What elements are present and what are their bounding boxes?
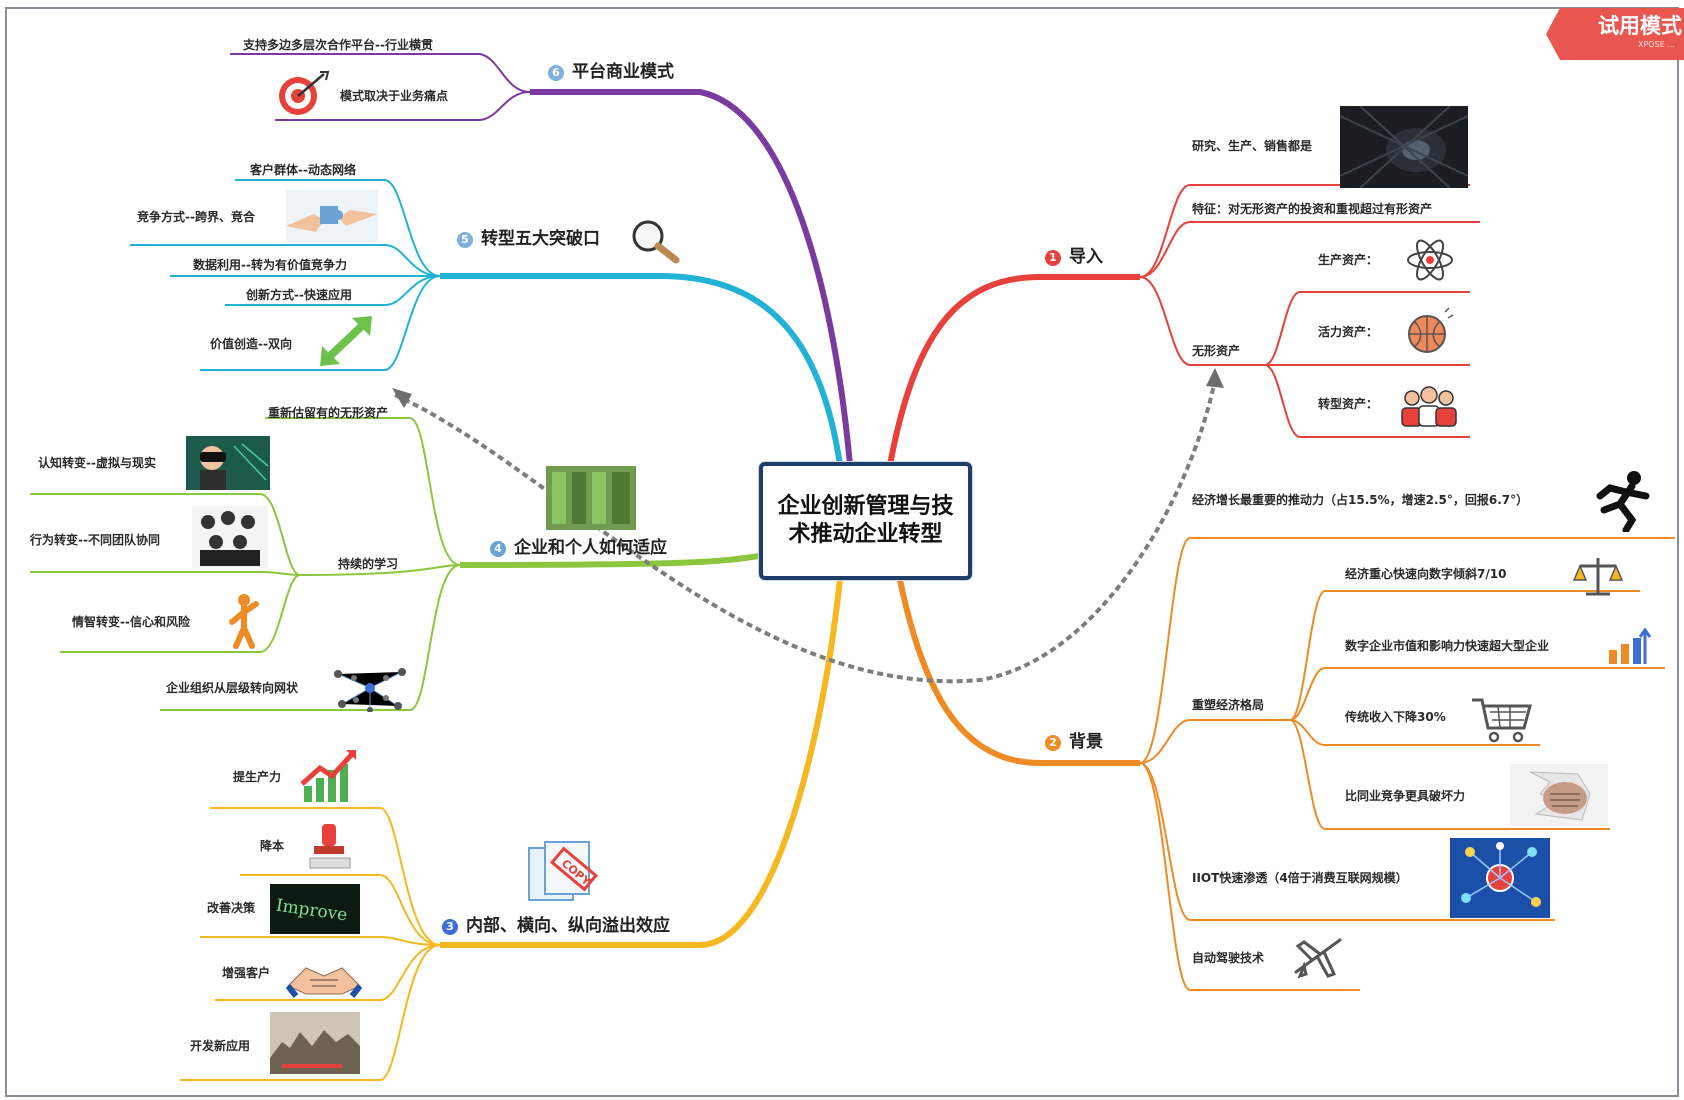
branch-6-connectors [230, 53, 853, 466]
puzzle-hands-image [286, 190, 378, 242]
b1-leaf-rd[interactable]: 研究、生产、销售都是 [1192, 139, 1313, 153]
building-facade-image [546, 466, 636, 530]
branch-1-connectors [887, 184, 1480, 466]
bar-chart-up-icon [1609, 627, 1652, 664]
b3-leaf-newapp[interactable]: 开发新应用 [190, 1039, 251, 1053]
b2-leaf-growth[interactable]: 经济增长最重要的推动力（占15.5%，增速2.5°，回报6.7°） [1192, 493, 1529, 507]
b4-leaf-behavior[interactable]: 行为转变--不同团队协同 [30, 533, 160, 547]
iot-network-image [1450, 838, 1550, 918]
b4-leaf-cognition[interactable]: 认知转变--虚拟与现实 [38, 456, 156, 470]
target-dart-icon [279, 71, 330, 115]
branch-4-label: 企业和个人如何适应 [514, 538, 667, 558]
b2-leaf-auto[interactable]: 自动驾驶技术 [1192, 951, 1265, 965]
dark-tunnel-image [1340, 106, 1468, 188]
trial-mode-subtext: XPOSE ... [1638, 40, 1675, 49]
copy-stamp-icon: COPY [528, 841, 598, 901]
red-stamp-icon [309, 824, 351, 869]
branch-1-label: 导入 [1069, 247, 1103, 267]
orange-figure-icon [229, 594, 259, 649]
branch-6-number-badge: 6 [548, 65, 564, 81]
b1-leaf-feature[interactable]: 特征：对无形资产的投资和重视超过有形资产 [1192, 202, 1433, 216]
network-crowd-image [334, 668, 406, 712]
b4-leaf-emotion[interactable]: 情智转变--信心和风险 [72, 615, 190, 629]
b3-leaf-productivity[interactable]: 提生产力 [233, 770, 282, 784]
handshake-image [286, 967, 362, 998]
green-bidirectional-arrow-icon [320, 316, 372, 366]
fist-breaking-paper-image [1510, 764, 1608, 826]
b3-leaf-cost[interactable]: 降本 [260, 839, 285, 853]
b5-leaf-value[interactable]: 价值创造--双向 [210, 337, 292, 351]
vr-headset-image [186, 436, 270, 490]
b1-leaf-intangible[interactable]: 无形资产 [1192, 344, 1241, 358]
branch-2-label: 背景 [1069, 732, 1103, 752]
branch-2-number-badge: 2 [1045, 735, 1061, 751]
b6-leaf-multi[interactable]: 支持多边多层次合作平台--行业横贯 [243, 38, 433, 52]
improve-text-image: Improve [270, 884, 360, 934]
b2-leaf-compete[interactable]: 比同业竞争更具破坏力 [1345, 789, 1466, 803]
b5-leaf-customer[interactable]: 客户群体--动态网络 [250, 163, 356, 177]
b2-leaf-reshape[interactable]: 重塑经济格局 [1192, 698, 1265, 712]
b6-leaf-painpoint[interactable]: 模式取决于业务痛点 [340, 89, 449, 103]
shopping-cart-icon [1472, 698, 1532, 743]
city-ruins-image [270, 1012, 360, 1074]
b4-leaf-reassess[interactable]: 重新估留有的无形资产 [268, 406, 389, 420]
airplane-icon [1294, 938, 1342, 979]
b5-leaf-innovate[interactable]: 创新方式--快速应用 [246, 288, 352, 302]
b1-leaf-production[interactable]: 生产资产： [1318, 253, 1379, 267]
b4-leaf-org[interactable]: 企业组织从层级转向网状 [166, 681, 299, 695]
b3-leaf-customer[interactable]: 增强客户 [222, 966, 271, 980]
branch-4-topic[interactable]: 4 企业和个人如何适应 [490, 537, 667, 559]
trial-mode-watermark [1546, 8, 1684, 60]
branch-5-number-badge: 5 [457, 232, 473, 248]
b4-leaf-learning[interactable]: 持续的学习 [338, 557, 399, 571]
branch-3-topic[interactable]: 3 内部、横向、纵向溢出效应 [442, 915, 670, 937]
atom-icon [1407, 239, 1453, 281]
relationship-arrowhead-right [1206, 368, 1224, 388]
branch-3-label: 内部、横向、纵向溢出效应 [466, 916, 670, 936]
branch-6-topic[interactable]: 6 平台商业模式 [548, 61, 674, 83]
b5-leaf-compete[interactable]: 竞争方式--跨界、竞合 [137, 210, 255, 224]
people-group-icon [1401, 386, 1457, 427]
b5-leaf-data[interactable]: 数据利用--转为有价值竞争力 [193, 258, 347, 272]
team-group-image [192, 506, 268, 568]
branch-5-connectors [130, 179, 843, 466]
branch-1-topic[interactable]: 1 导入 [1045, 246, 1103, 268]
b2-leaf-iiot[interactable]: IIOT快速渗透（4倍于消费互联网规模） [1192, 871, 1408, 885]
magnifier-icon [632, 220, 680, 264]
basketball-icon [1408, 307, 1454, 353]
growth-chart-arrow-icon [300, 750, 356, 802]
b2-leaf-center[interactable]: 经济重心快速向数字倾斜7/10 [1345, 567, 1507, 581]
canvas-frame [5, 7, 1679, 1097]
b1-leaf-transform[interactable]: 转型资产： [1318, 397, 1379, 411]
branch-2-topic[interactable]: 2 背景 [1045, 731, 1103, 753]
b3-leaf-decision[interactable]: 改善决策 [207, 901, 256, 915]
central-topic-label: 企业创新管理与技术推动企业转型 [777, 494, 954, 547]
balance-scale-icon [1572, 558, 1624, 596]
branch-4-number-badge: 4 [490, 541, 506, 557]
b1-leaf-vitality[interactable]: 活力资产： [1318, 325, 1379, 339]
b2-leaf-income[interactable]: 传统收入下降30% [1345, 710, 1446, 724]
branch-3-number-badge: 3 [442, 919, 458, 935]
relationship-dashed-arrow [394, 379, 1217, 684]
relationship-arrowhead-left [392, 388, 412, 408]
branch-1-number-badge: 1 [1045, 250, 1061, 266]
branch-2-connectors [897, 537, 1675, 991]
branch-3-connectors [180, 579, 843, 1081]
branch-5-topic[interactable]: 5 转型五大突破口 [457, 228, 600, 250]
branch-4-connectors [30, 417, 760, 711]
runner-silhouette-icon [1596, 471, 1650, 532]
branch-6-label: 平台商业模式 [572, 62, 674, 82]
trial-mode-text: 试用模式 [1598, 14, 1682, 38]
branch-5-label: 转型五大突破口 [481, 229, 600, 249]
b2-leaf-digital[interactable]: 数字企业市值和影响力快速超大型企业 [1345, 639, 1550, 653]
central-topic[interactable]: 企业创新管理与技术推动企业转型 [759, 462, 972, 580]
